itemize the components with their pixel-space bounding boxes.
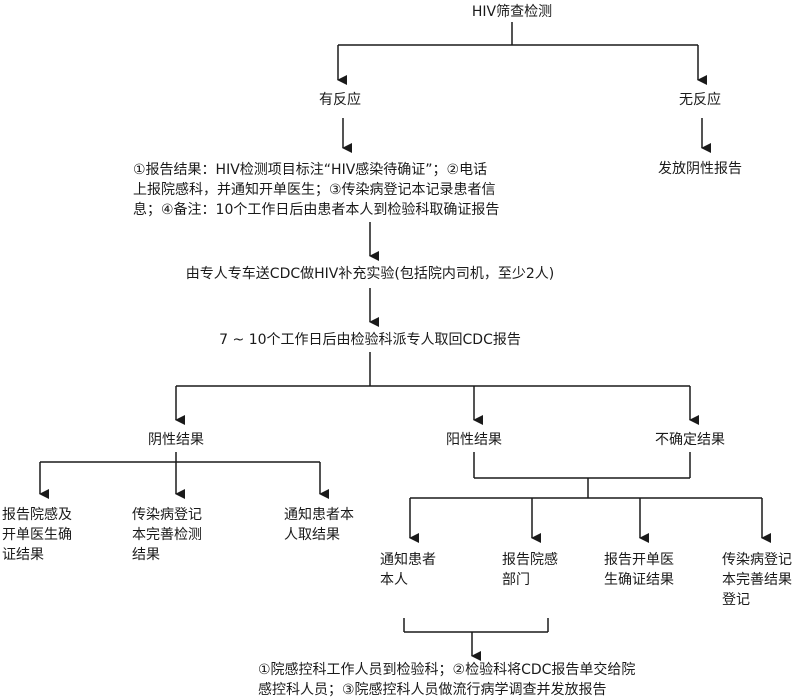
node-reactive-steps: ①报告结果：HIV检测项目标注“HIV感染待确证”；②电话 上报院感科，并通知开… [133,162,500,218]
node-pos-register: 传染病登记 本完善结果 登记 [722,552,792,608]
node-neg-register-results: 传染病登记 本完善检测 结果 [132,507,202,563]
node-issue-negative-report: 发放阴性报告 [658,161,742,177]
node-send-to-cdc: 由专人专车送CDC做HIV补充实验(包括院内司机，至少2人) [185,266,555,282]
node-collect-cdc-report: 7 ~ 10个工作日后由检验科派专人取回CDC报告 [219,332,521,348]
node-positive-result: 阳性结果 [446,432,502,448]
node-pos-report-infection-dept: 报告院感 部门 [502,552,558,588]
node-final-steps: ①院感控科工作人员到检验科；②检验科将CDC报告单交给院 感控科人员；③院感控科… [258,662,636,698]
node-neg-report-infection-dept: 报告院感及 开单医生确 证结果 [2,507,72,563]
node-pos-notify-patient: 通知患者 本人 [380,552,436,588]
node-indeterminate-result: 不确定结果 [655,432,725,448]
node-non-reactive: 无反应 [679,92,721,108]
node-negative-result: 阴性结果 [148,432,204,448]
node-pos-report-doctor: 报告开单医 生确证结果 [604,552,674,588]
node-reactive: 有反应 [319,92,361,108]
node-neg-notify-patient: 通知患者本 人取结果 [284,507,354,543]
node-hiv-screening: HIV筛查检测 [471,4,553,20]
